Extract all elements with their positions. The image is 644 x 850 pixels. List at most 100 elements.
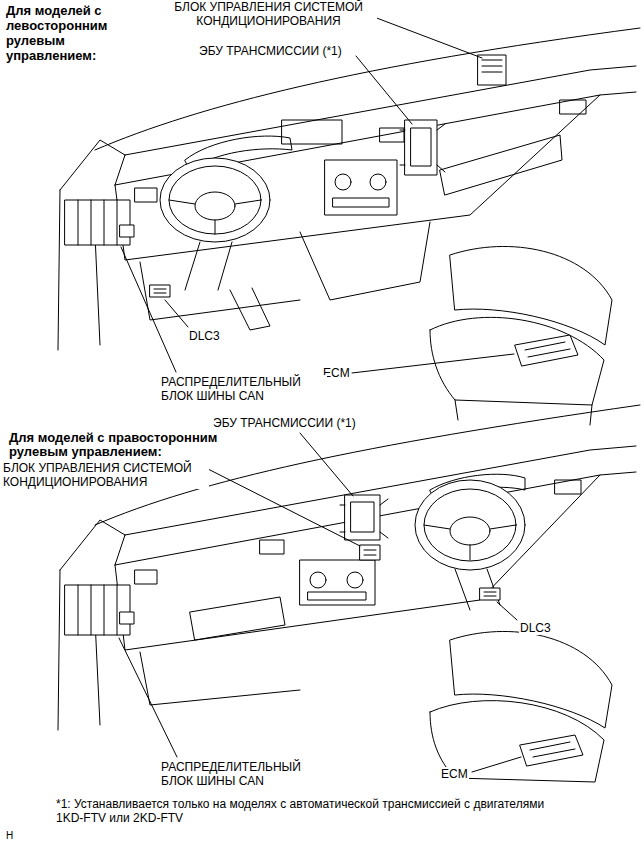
lhd-cabin — [195, 192, 235, 220]
rhd-cabin — [115, 475, 600, 650]
ecm-unit — [525, 342, 570, 357]
leader-line — [300, 433, 353, 496]
can-junction-block — [65, 200, 130, 245]
transmission-ecu — [400, 120, 445, 175]
dlc3-connector — [480, 588, 500, 600]
part-name: РАСПРЕДЕЛИТЕЛЬНЫЙ БЛОК ШИНЫ CAN — [160, 375, 327, 403]
part-name: БЛОК УПРАВЛЕНИЯ СИСТЕМОЙ КОНДИЦИОНИРОВАН… — [2, 461, 209, 489]
lhd-cabin — [455, 400, 592, 425]
ac-control-unit — [364, 550, 376, 555]
section-heading: Для моделей с правосторонним рулевым упр… — [8, 431, 260, 459]
part-name: DLC3 — [519, 621, 552, 635]
leader-line — [121, 17, 514, 373]
part-name: ECM — [440, 767, 469, 781]
lhd-cabin — [230, 288, 270, 330]
dlc3-connector — [150, 285, 170, 297]
transmission-ecu — [405, 120, 437, 175]
rhd-cabin — [115, 535, 125, 565]
lhd-cabin — [185, 242, 232, 290]
rhd-cabin — [60, 520, 125, 570]
can-junction-block — [65, 585, 130, 635]
transmission-ecu — [411, 128, 431, 166]
dlc3-connector — [154, 289, 166, 293]
ac-control-unit — [478, 55, 506, 85]
lhd-cabin — [95, 235, 100, 345]
part-name: DLC3 — [188, 329, 221, 343]
lhd-cabin — [169, 166, 261, 234]
lhd-cabin — [335, 174, 351, 190]
ecm-unit — [530, 742, 575, 757]
leader-line — [497, 602, 517, 620]
leader-line — [165, 300, 188, 327]
part-name: РАСПРЕДЕЛИТЕЛЬНЫЙ БЛОК ШИНЫ CAN — [160, 760, 327, 788]
transmission-ecu — [340, 495, 388, 540]
leader-line — [119, 638, 177, 757]
leader-line — [208, 469, 360, 546]
lhd-cabin — [300, 222, 430, 300]
lhd-cabin — [95, 28, 640, 150]
lhd-cabin — [440, 135, 562, 195]
leader-line — [356, 56, 412, 124]
lhd-cabin — [135, 188, 157, 202]
lhd-cabin — [58, 28, 640, 425]
rhd-cabin — [455, 569, 500, 610]
lhd-cabin — [60, 140, 125, 190]
can-junction-block — [120, 225, 134, 237]
ecm-unit — [520, 735, 583, 766]
lhd-cabin — [58, 190, 60, 350]
rhd-cabin — [190, 597, 285, 640]
rhd-cabin — [95, 620, 100, 725]
rhd-cabin — [450, 517, 490, 545]
lhd-cabin — [140, 262, 300, 320]
ac-control-unit — [360, 545, 380, 560]
lhd-cabin — [115, 95, 600, 260]
leader-line — [472, 757, 521, 772]
leader-line — [374, 17, 482, 58]
lhd-cabin — [325, 160, 397, 215]
lhd-cabin — [333, 198, 389, 207]
rhd-cabin — [424, 525, 516, 560]
dlc3-connector — [480, 588, 500, 600]
transmission-ecu — [351, 502, 374, 532]
ecm-unit — [520, 735, 583, 766]
rhd-cabin — [415, 480, 525, 570]
rhd-cabin — [58, 570, 60, 730]
part-name: ЭБУ ТРАНСМИССИИ (*1) — [212, 416, 357, 430]
can-junction-block — [120, 612, 134, 624]
can-junction-block — [65, 200, 134, 245]
rhd-cabin — [424, 489, 516, 561]
lhd-cabin — [115, 155, 125, 185]
rhd-cabin — [260, 540, 284, 554]
can-junction-block — [78, 585, 117, 635]
ecm-unit — [515, 335, 578, 366]
lhd-cabin — [560, 100, 586, 114]
lhd-cabin — [160, 158, 270, 242]
rhd-cabin — [555, 480, 581, 494]
ac-control-unit — [360, 545, 380, 560]
section-heading: Для моделей с левосторонним рулевым упра… — [5, 3, 157, 63]
lhd-cabin — [125, 66, 636, 155]
lhd-cabin — [370, 174, 386, 190]
leader-line — [352, 354, 514, 373]
part-name: БЛОК УПРАВЛЕНИЯ СИСТЕМОЙ КОНДИЦИОНИРОВАН… — [160, 0, 377, 28]
transmission-ecu — [400, 124, 445, 172]
rhd-cabin — [135, 570, 157, 584]
ac-control-unit — [478, 55, 506, 85]
transmission-ecu — [340, 499, 388, 538]
dlc3-connector — [150, 285, 170, 297]
rhd-cabin — [300, 560, 375, 605]
footnote: *1: Устанавливается только на моделях с … — [55, 797, 557, 825]
lhd-cabin — [169, 200, 261, 234]
ac-control-unit — [482, 60, 502, 72]
rhd-cabin — [308, 592, 366, 600]
leader-line — [121, 247, 176, 372]
rhd-cabin — [140, 652, 300, 705]
rhd-cabin — [347, 572, 363, 588]
lhd-cabin — [282, 120, 342, 144]
dlc3-connector — [484, 592, 496, 596]
figure-code: H — [5, 830, 14, 842]
can-junction-block — [65, 585, 134, 635]
part-name: ЭБУ ТРАНСМИССИИ (*1) — [198, 44, 343, 58]
transmission-ecu — [345, 495, 380, 540]
